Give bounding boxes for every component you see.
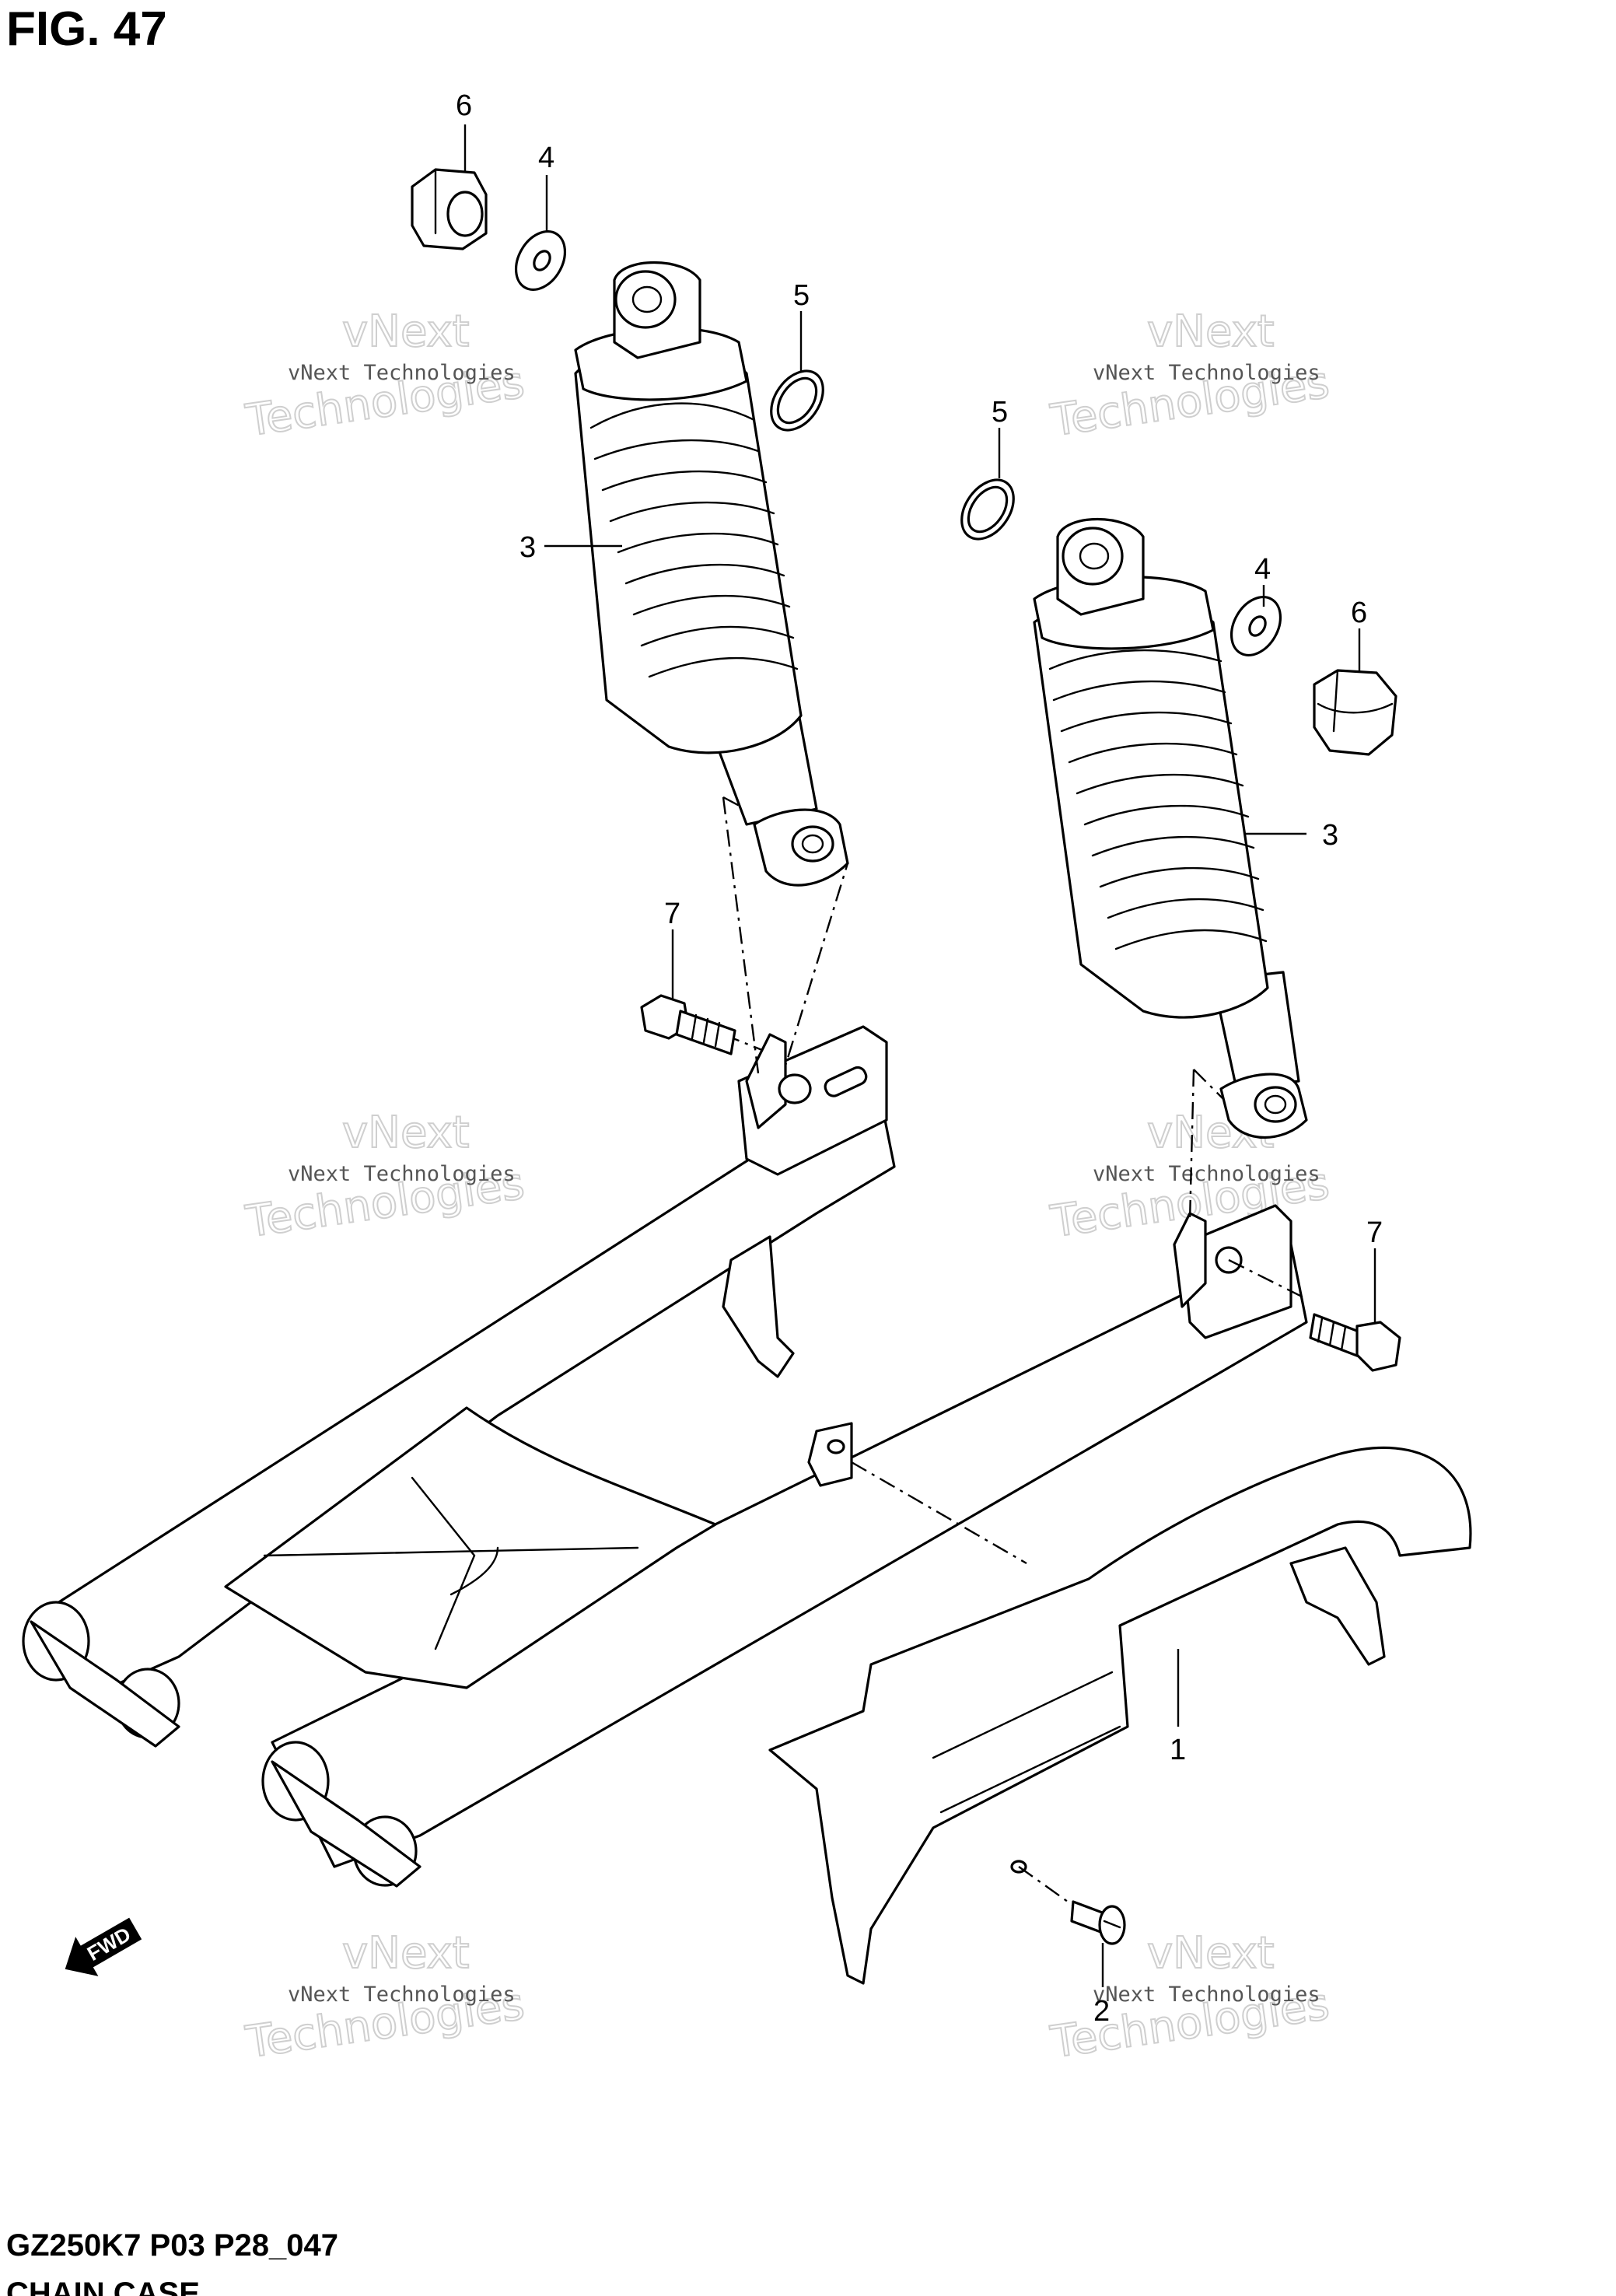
watermark-mid-left: vNext Technologies vNext Technologies [242,1107,528,1248]
svg-text:vNext: vNext [1147,306,1275,357]
callout-label: 4 [538,142,554,174]
svg-text:vNext Technologies: vNext Technologies [288,1983,516,2007]
figure-title: FIG. 47 [6,2,167,56]
screw-2 [1070,1900,1126,1945]
callout-label: 3 [519,531,536,564]
callout-label: 1 [1170,1734,1186,1766]
callouts: 6 4 5 3 5 4 6 3 7 7 1 2 [456,89,1383,2028]
svg-text:CHAIN CASE: CHAIN CASE [6,2277,200,2296]
svg-text:vNext: vNext [342,1108,470,1158]
leader-lines [463,124,1376,1987]
nut-6-right [1313,669,1397,756]
svg-text:vNext: vNext [342,306,470,357]
callout-label: 4 [1254,553,1271,586]
watermark-bottom-left: vNext Technologies vNext Technologies [242,1927,528,2069]
alignment-line-screw [1018,1866,1074,1906]
svg-text:vNext Technologies: vNext Technologies [1093,1162,1320,1186]
callout-label: 5 [793,279,810,312]
callout-label: 6 [1351,597,1367,629]
svg-text:vNext Technologies: vNext Technologies [1093,1983,1320,2007]
figure-subtitle-clipped: CHAIN CASE [6,2277,200,2296]
alignment-line-tab [851,1461,1027,1565]
nut-6-left [411,168,488,250]
callout-label: 2 [1093,1995,1110,2028]
shock-absorber-right [1033,518,1308,1222]
figure-code: GZ250K7 P03 P28_047 [6,2228,338,2263]
callout-label: 3 [1322,819,1338,852]
alignment-line-bolt-right [1228,1258,1307,1300]
svg-text:vNext Technologies: vNext Technologies [1093,361,1320,385]
fwd-arrow-icon: FWD [65,1917,142,1976]
chain-case [768,1446,1472,1985]
callout-label: 6 [456,89,472,122]
svg-text:vNext: vNext [1147,1928,1275,1979]
bolt-7-left [640,994,736,1055]
watermark-top-right: vNext Technologies vNext Technologies [1047,306,1333,447]
callout-label: 7 [1366,1216,1383,1249]
callout-label: 7 [664,898,680,930]
svg-text:vNext Technologies: vNext Technologies [288,361,516,385]
shock-absorber-left [574,261,849,1074]
washer-4-right [1229,596,1282,656]
washer-5-right [960,478,1015,541]
watermark-bottom-right: vNext Technologies vNext Technologies [1047,1927,1333,2069]
swingarm [22,1025,1308,1888]
watermark-top-left: vNext Technologies vNext Technologies [242,306,528,447]
washer-5-left [770,369,824,432]
washer-4-left [514,230,567,291]
callout-label: 5 [992,396,1008,429]
svg-text:vNext Technologies: vNext Technologies [288,1162,516,1186]
svg-text:vNext: vNext [342,1928,470,1979]
bolt-7-right [1309,1313,1401,1372]
